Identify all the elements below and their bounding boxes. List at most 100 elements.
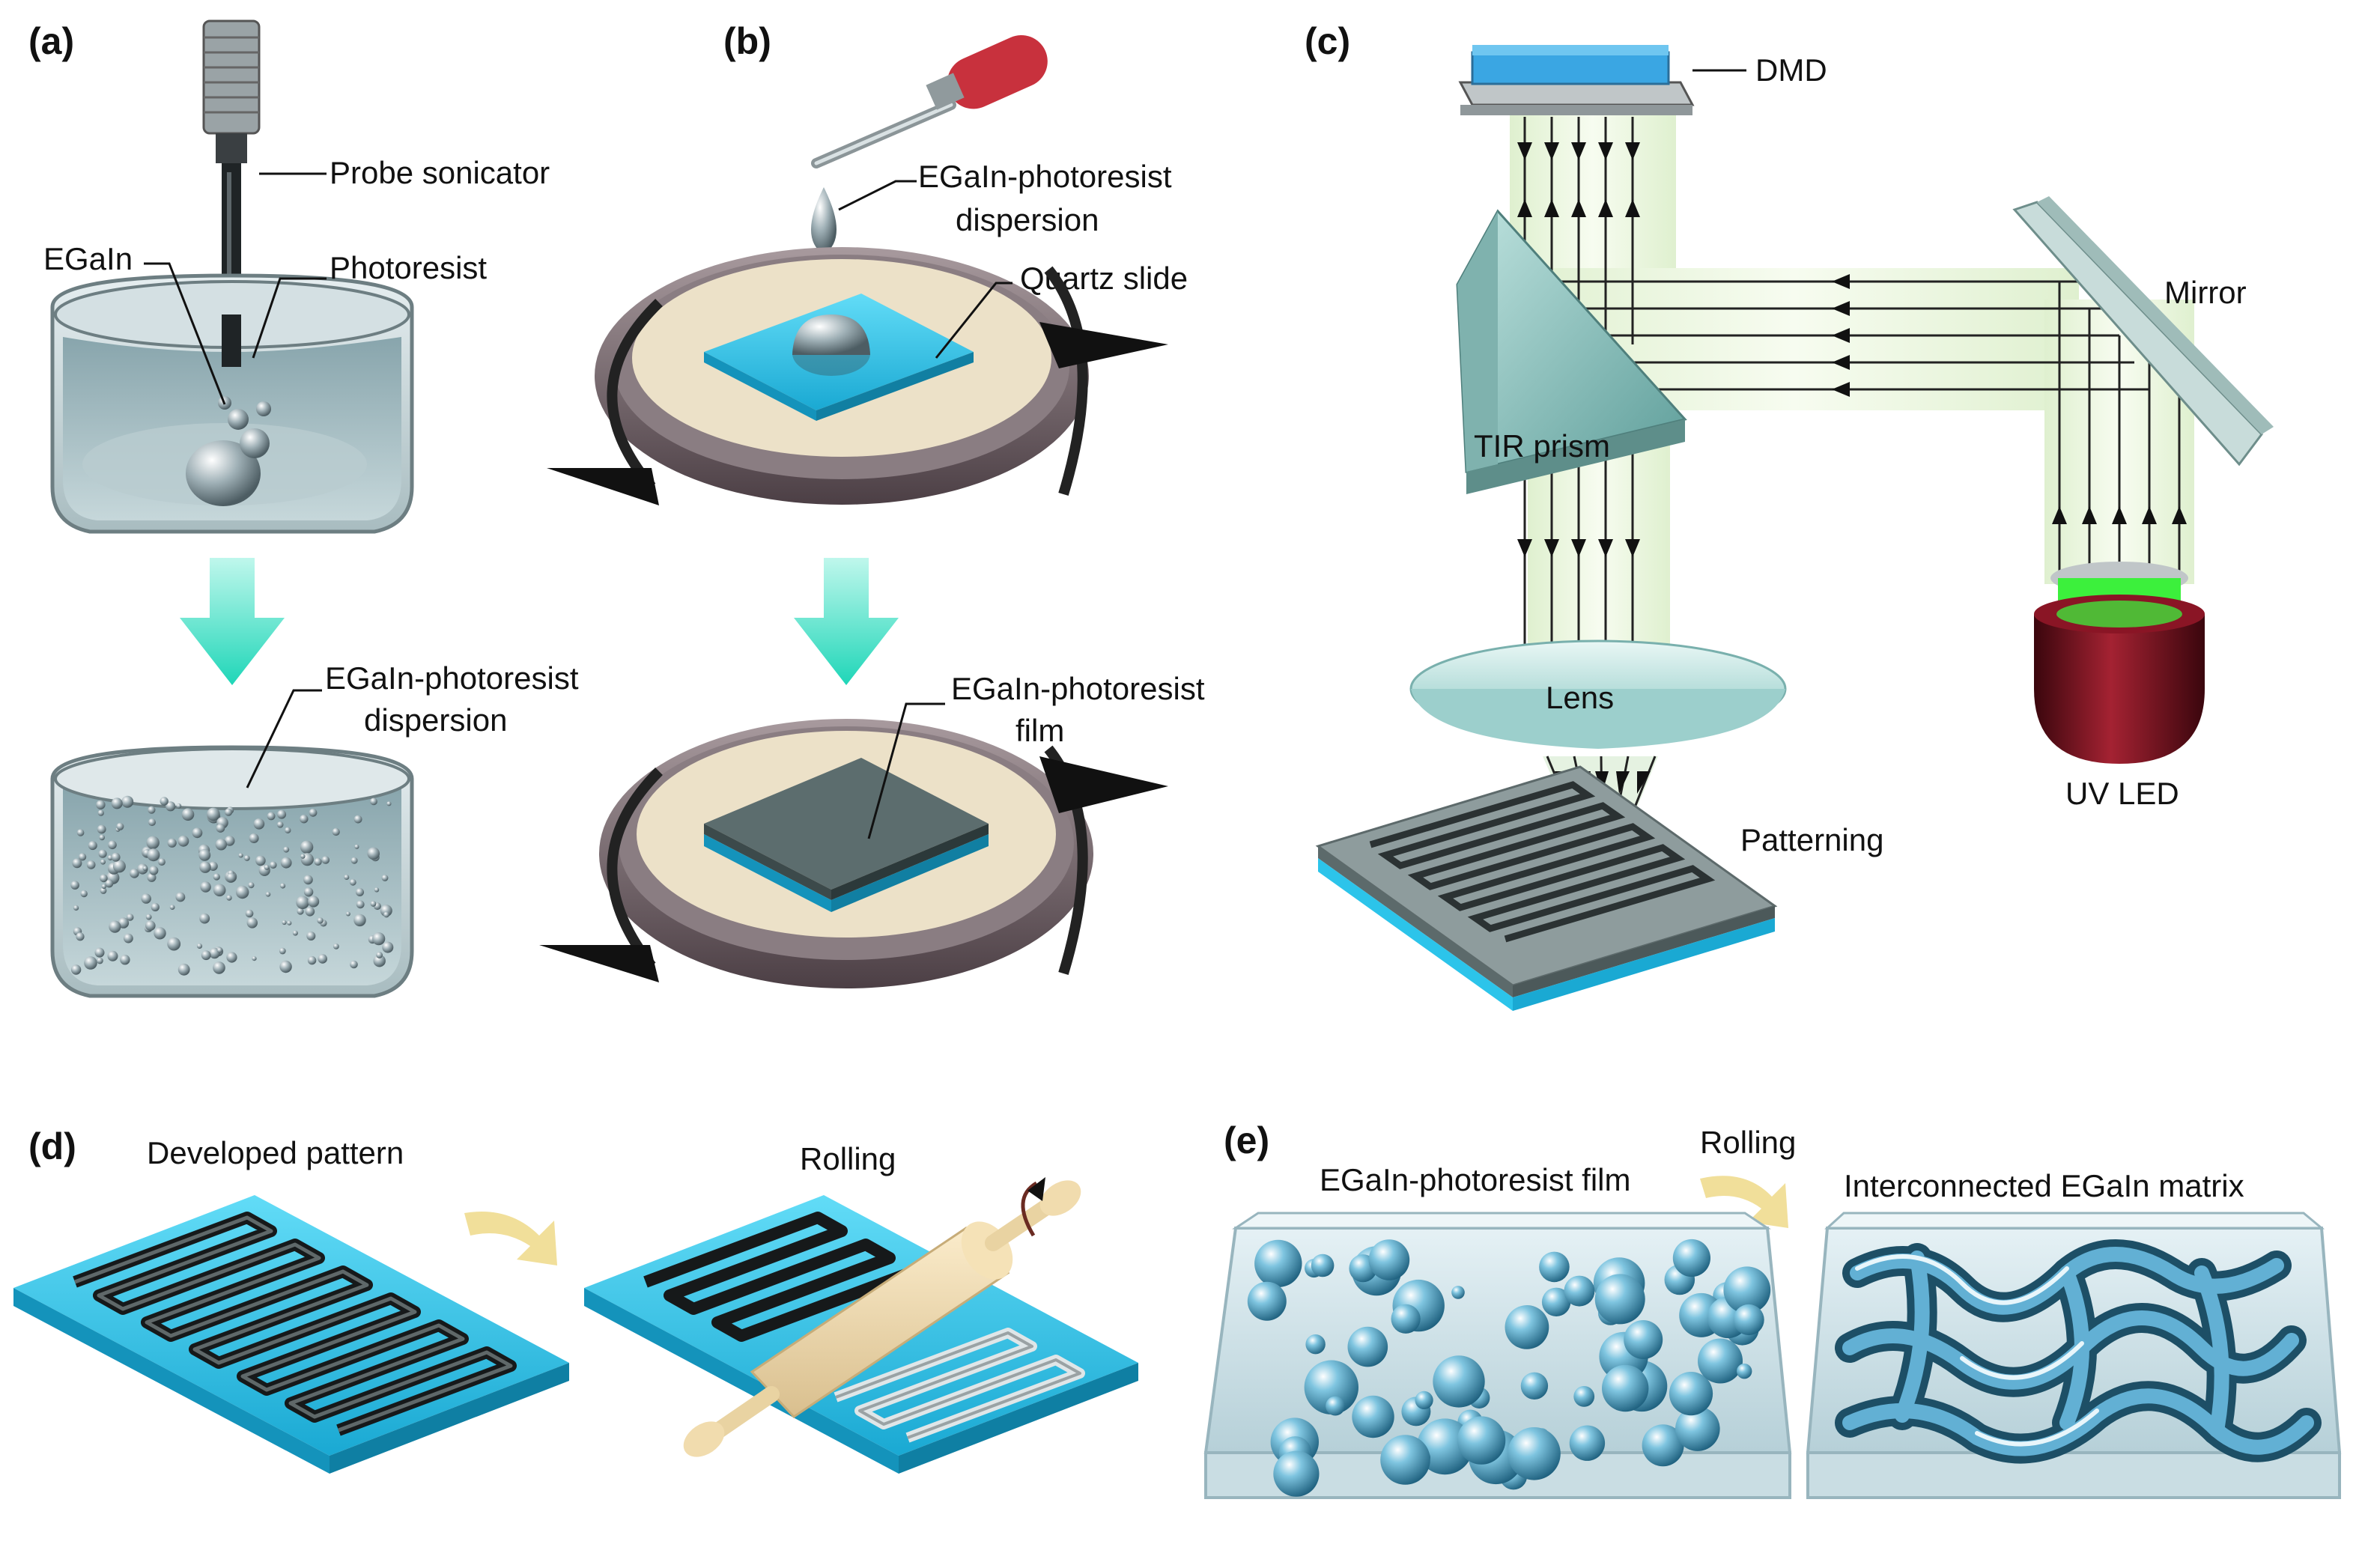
label-probe-sonicator: Probe sonicator [330,155,550,190]
particle [314,857,322,866]
particle [308,896,320,908]
panel-e-letter: (e) [1224,1119,1269,1161]
particle [80,890,88,898]
particle [96,800,106,810]
rotation-arrow [607,298,663,490]
particle [303,887,314,897]
particle [367,847,380,860]
particle [97,809,104,816]
particle [215,839,227,851]
particle [101,884,107,890]
particle [199,861,211,873]
particle [146,836,160,850]
egain-droplet [1304,1360,1359,1414]
particle [142,866,148,871]
egain-droplet [1368,1239,1410,1280]
light-rays [2058,282,2181,577]
particle [76,829,85,836]
particle [245,909,254,918]
particle [354,844,359,849]
particle [98,849,107,858]
particle [72,858,82,869]
label-egain: EGaIn [43,241,133,276]
particle [148,806,156,814]
panel-c: (c) DMD [1305,20,2274,1011]
particle [264,864,270,870]
egain-droplet [1723,1266,1771,1314]
egain-droplet [1254,1239,1302,1288]
particle [270,861,277,869]
particle [333,943,339,949]
particle [356,888,364,896]
particle [147,848,160,862]
particle [345,911,350,917]
label-photoresist-a: Photoresist [330,250,487,285]
particle [120,955,130,965]
label-patterning: Patterning [1740,822,1883,857]
label-rolling-e: Rolling [1700,1125,1796,1160]
down-arrow [180,558,285,685]
particle [380,905,392,917]
particle [198,849,211,861]
egain-droplet [240,428,270,458]
particle [276,821,284,828]
label-film-e: EGaIn-photoresist film [1320,1162,1631,1197]
dispersion-puddle [792,314,870,355]
particle [84,956,97,970]
particle [100,874,108,883]
particle [297,908,304,915]
particle [76,932,85,941]
particle [130,869,139,878]
particle [279,960,292,973]
egain-droplet [1415,1391,1433,1409]
particle [383,911,389,918]
particle [300,815,309,824]
egain-droplet [256,401,271,416]
particle [97,824,106,834]
particle [300,840,314,854]
particle [177,963,190,976]
particle [213,884,226,897]
egain-droplet [1520,1372,1549,1400]
particle [370,797,377,806]
particle [167,838,177,848]
egain-droplet [1347,1326,1388,1367]
particle [249,833,259,843]
down-arrow [794,558,899,685]
particle [154,927,166,940]
particle [300,854,306,859]
panel-c-letter: (c) [1305,20,1350,62]
label-dmd: DMD [1755,52,1827,88]
particle [386,801,392,806]
particle [108,840,117,850]
particle [100,887,107,894]
particle [70,964,82,975]
particle [356,900,365,909]
particle [196,943,203,949]
particle [207,807,220,821]
egain-droplet [1508,1427,1561,1480]
patterning-substrate [1315,765,1778,1011]
particle [374,887,380,893]
particle [167,937,181,951]
particle [176,803,182,809]
particle [253,818,265,830]
particle [309,808,318,817]
egain-droplet [1541,1287,1571,1317]
particle [147,872,157,882]
particle [353,914,366,927]
egain-droplet [1433,1355,1485,1408]
panel-a-letter: (a) [28,20,74,62]
particle [282,920,287,926]
process-arrow [1700,1176,1788,1228]
egain-droplet [1624,1320,1663,1359]
egain-droplet [1311,1254,1335,1277]
particle [277,809,287,819]
egain-droplet [1380,1435,1430,1485]
uv-led [2034,562,2205,764]
egain-droplets [1247,1239,1771,1497]
particle [280,883,286,889]
panel-e: (e) EGaIn-photoresist film Rolling Inter… [1203,1119,2342,1499]
panel-b-letter: (b) [723,20,771,62]
particle [224,836,235,846]
